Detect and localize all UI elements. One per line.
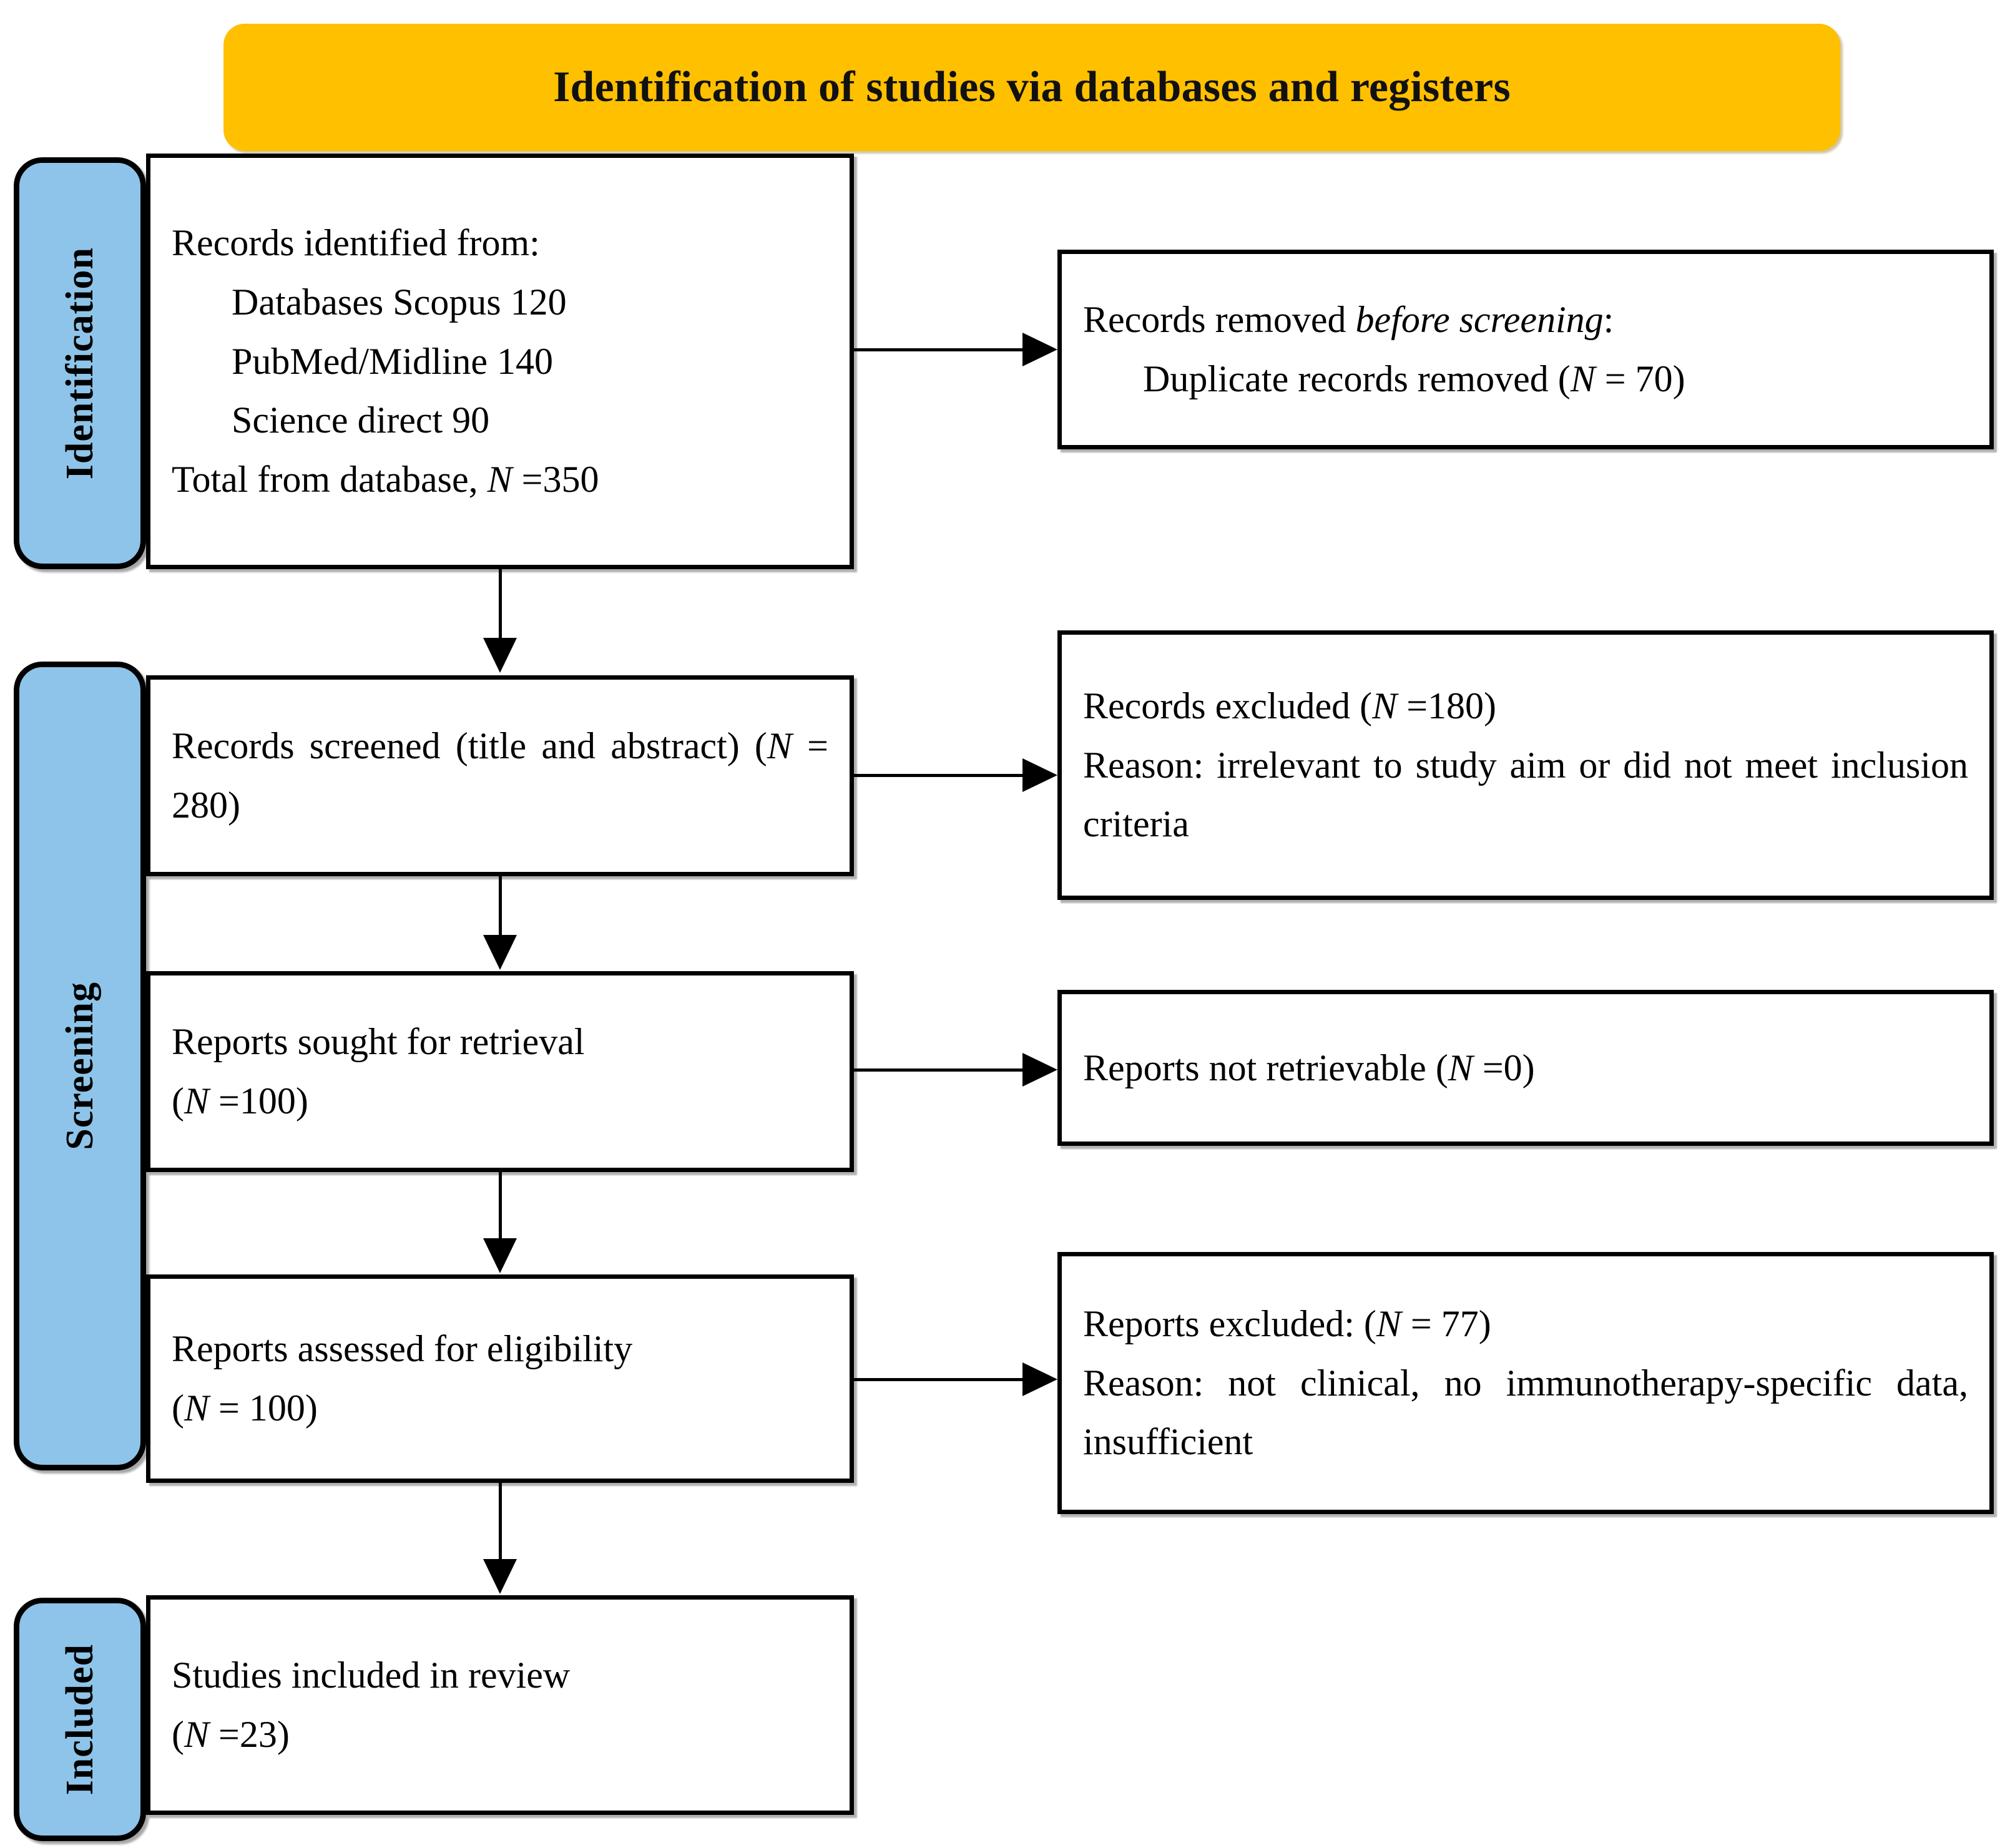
connector-identified-to-screened-arrowhead xyxy=(483,638,517,673)
stage-label-included-text: Included xyxy=(58,1643,101,1796)
box-reports-sought: Reports sought for retrieval (N =100) xyxy=(146,971,854,1172)
reports-not-retrievable-text: Reports not retrievable (N =0) xyxy=(1083,1047,1535,1088)
connector-assessed-to-included-line xyxy=(499,1483,502,1560)
connector-assessed-to-reports-excluded-arrowhead xyxy=(1022,1362,1057,1396)
records-excluded-count: Records excluded (N =180) xyxy=(1083,685,1497,726)
box-records-identified: Records identified from: Databases Scopu… xyxy=(146,154,854,569)
records-identified-pubmed: PubMed/Midline 140 xyxy=(232,340,554,382)
records-identified-sciencedirect: Science direct 90 xyxy=(232,399,490,441)
duplicate-records-removed: Duplicate records removed (N = 70) xyxy=(1143,358,1685,399)
reports-assessed-count: (N = 100) xyxy=(172,1387,318,1429)
stage-label-screening: Screening xyxy=(14,662,146,1470)
reports-excluded-reason: Reason: not clinical, no immunotherapy-s… xyxy=(1083,1362,1968,1463)
connector-sought-to-assessed-arrowhead xyxy=(483,1238,517,1273)
stage-label-screening-text: Screening xyxy=(58,982,101,1150)
box-studies-included: Studies included in review (N =23) xyxy=(146,1595,854,1815)
connector-screened-to-sought-arrowhead xyxy=(483,935,517,970)
records-screened-text: Records screened (title and abstract) (N… xyxy=(172,725,828,826)
box-reports-excluded: Reports excluded: (N = 77) Reason: not c… xyxy=(1057,1252,1994,1514)
box-reports-not-retrievable: Reports not retrievable (N =0) xyxy=(1057,990,1994,1146)
connector-identified-to-removed-line xyxy=(854,348,1024,351)
records-identified-heading: Records identified from: xyxy=(172,222,540,263)
stage-label-identification-text: Identification xyxy=(58,247,101,480)
records-excluded-reason: Reason: irrelevant to study aim or did n… xyxy=(1083,744,1968,845)
box-reports-assessed: Reports assessed for eligibility (N = 10… xyxy=(146,1274,854,1483)
connector-screened-to-sought-line xyxy=(499,876,502,936)
connector-screened-to-excluded-line xyxy=(854,774,1024,777)
stage-label-included: Included xyxy=(14,1598,146,1841)
box-records-excluded: Records excluded (N =180) Reason: irrele… xyxy=(1057,630,1994,900)
records-identified-scopus: Databases Scopus 120 xyxy=(232,281,567,323)
reports-excluded-count: Reports excluded: (N = 77) xyxy=(1083,1303,1491,1344)
connector-sought-to-not-retrievable-line xyxy=(854,1068,1024,1072)
connector-assessed-to-reports-excluded-line xyxy=(854,1378,1024,1381)
reports-assessed-heading: Reports assessed for eligibility xyxy=(172,1328,633,1370)
records-identified-total: Total from database, N =350 xyxy=(172,459,599,501)
reports-sought-count: (N =100) xyxy=(172,1080,308,1122)
connector-sought-to-assessed-line xyxy=(499,1172,502,1239)
connector-sought-to-not-retrievable-arrowhead xyxy=(1022,1053,1057,1087)
box-records-removed: Records removed before screening: Duplic… xyxy=(1057,250,1994,449)
connector-identified-to-removed-arrowhead xyxy=(1022,333,1057,366)
box-records-screened: Records screened (title and abstract) (N… xyxy=(146,675,854,876)
connector-assessed-to-included-arrowhead xyxy=(483,1559,517,1594)
reports-sought-heading: Reports sought for retrieval xyxy=(172,1021,585,1063)
records-removed-heading: Records removed before screening: xyxy=(1083,299,1614,341)
diagram-header-banner: Identification of studies via databases … xyxy=(223,24,1840,151)
studies-included-heading: Studies included in review xyxy=(172,1655,571,1696)
connector-screened-to-excluded-arrowhead xyxy=(1022,758,1057,792)
studies-included-count: (N =23) xyxy=(172,1714,290,1755)
stage-label-identification: Identification xyxy=(14,157,146,569)
connector-identified-to-screened-line xyxy=(499,569,502,639)
page-title: Identification of studies via databases … xyxy=(553,63,1511,111)
